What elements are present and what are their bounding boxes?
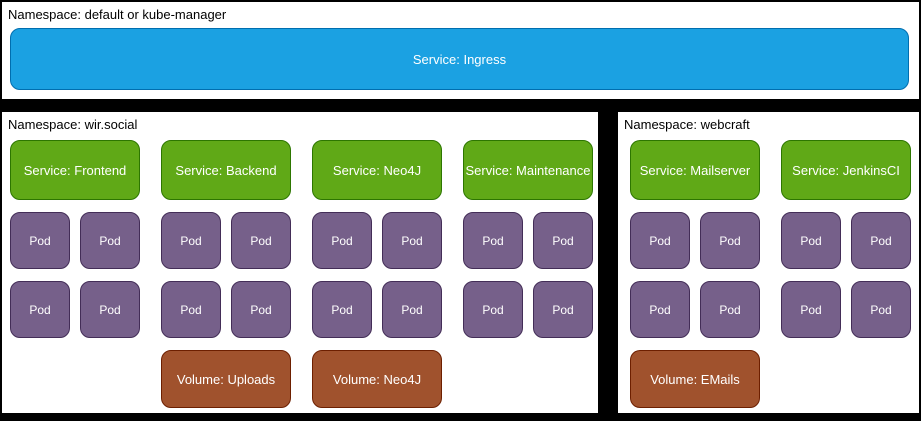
- neo4j-pod-row-2: Pod Pod: [312, 281, 442, 338]
- namespace-panel-default: Namespace: default or kube-manager Servi…: [2, 2, 919, 99]
- pod-node: Pod: [10, 212, 70, 269]
- namespace-label: Namespace: default or kube-manager: [8, 7, 227, 22]
- pod-node: Pod: [781, 212, 841, 269]
- service-mailserver-node: Service: Mailserver: [630, 140, 760, 200]
- pod-node: Pod: [312, 281, 372, 338]
- pod-node: Pod: [630, 212, 690, 269]
- frontend-pod-row-1: Pod Pod: [10, 212, 140, 269]
- service-maintenance-node: Service: Maintenance: [463, 140, 593, 200]
- service-frontend-node: Service: Frontend: [10, 140, 140, 200]
- service-jenkinsci-node: Service: JenkinsCI: [781, 140, 911, 200]
- mailserver-pod-row-1: Pod Pod: [630, 212, 760, 269]
- service-ingress-node: Service: Ingress: [10, 28, 909, 90]
- frontend-pod-row-2: Pod Pod: [10, 281, 140, 338]
- pod-node: Pod: [630, 281, 690, 338]
- namespace-label: Namespace: webcraft: [624, 117, 750, 132]
- pod-node: Pod: [781, 281, 841, 338]
- jenkinsci-pod-row-2: Pod Pod: [781, 281, 911, 338]
- volume-emails-node: Volume: EMails: [630, 350, 760, 408]
- pod-node: Pod: [463, 212, 523, 269]
- volume-uploads-node: Volume: Uploads: [161, 350, 291, 408]
- pod-node: Pod: [80, 281, 140, 338]
- neo4j-pod-row-1: Pod Pod: [312, 212, 442, 269]
- pod-node: Pod: [851, 212, 911, 269]
- pod-node: Pod: [161, 281, 221, 338]
- mailserver-pod-row-2: Pod Pod: [630, 281, 760, 338]
- namespace-label: Namespace: wir.social: [8, 117, 138, 132]
- pod-node: Pod: [463, 281, 523, 338]
- pod-node: Pod: [80, 212, 140, 269]
- pod-node: Pod: [161, 212, 221, 269]
- volume-neo4j-node: Volume: Neo4J: [312, 350, 442, 408]
- pod-node: Pod: [382, 212, 442, 269]
- pod-node: Pod: [700, 281, 760, 338]
- pod-node: Pod: [231, 281, 291, 338]
- service-backend-node: Service: Backend: [161, 140, 291, 200]
- namespace-panel-wir-social: Namespace: wir.social Service: Frontend …: [2, 112, 598, 413]
- pod-node: Pod: [533, 281, 593, 338]
- wir-social-grid: Service: Frontend Service: Backend Servi…: [10, 140, 593, 408]
- webcraft-grid: Service: Mailserver Service: JenkinsCI P…: [630, 140, 911, 408]
- backend-pod-row-2: Pod Pod: [161, 281, 291, 338]
- pod-node: Pod: [231, 212, 291, 269]
- pod-node: Pod: [851, 281, 911, 338]
- pod-node: Pod: [382, 281, 442, 338]
- pod-node: Pod: [533, 212, 593, 269]
- pod-node: Pod: [10, 281, 70, 338]
- pod-node: Pod: [312, 212, 372, 269]
- pod-node: Pod: [700, 212, 760, 269]
- namespace-panel-webcraft: Namespace: webcraft Service: Mailserver …: [618, 112, 919, 413]
- maintenance-pod-row-1: Pod Pod: [463, 212, 593, 269]
- service-neo4j-node: Service: Neo4J: [312, 140, 442, 200]
- backend-pod-row-1: Pod Pod: [161, 212, 291, 269]
- maintenance-pod-row-2: Pod Pod: [463, 281, 593, 338]
- jenkinsci-pod-row-1: Pod Pod: [781, 212, 911, 269]
